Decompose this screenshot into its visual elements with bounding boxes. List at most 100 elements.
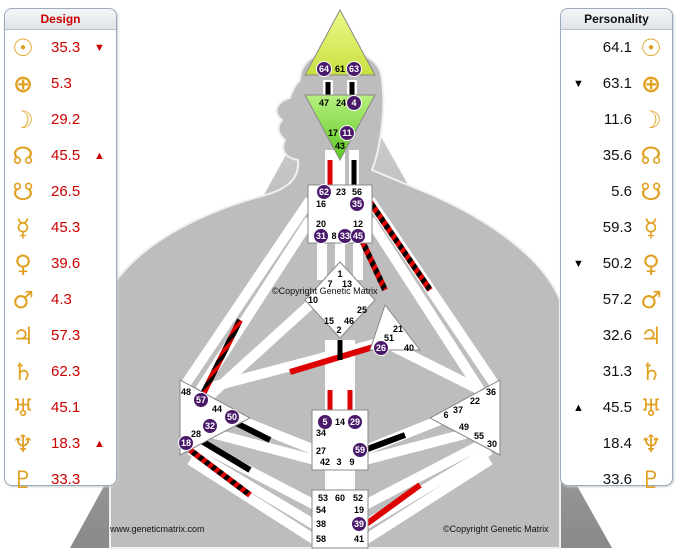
design-value: 33.3 <box>51 471 81 488</box>
active-gate-badge <box>352 442 368 458</box>
personality-value: 45.5 <box>602 399 632 416</box>
gate-62: 62 <box>319 187 329 197</box>
gate-21: 21 <box>393 324 403 334</box>
gate-39: 39 <box>354 519 364 529</box>
active-gate-badge <box>224 409 240 425</box>
gate-56: 56 <box>352 187 362 197</box>
design-row: ♄62.3 <box>5 357 116 387</box>
personality-row: ☽11.6 <box>561 105 672 135</box>
triangle-up-icon: ▲ <box>573 402 584 414</box>
personality-row: ♇33.6 <box>561 465 672 495</box>
gate-53: 53 <box>318 493 328 503</box>
mars-icon: ♂ <box>12 286 34 314</box>
heart-center <box>369 303 422 351</box>
pluto-icon: ♇ <box>12 466 34 494</box>
gate-58: 58 <box>316 534 326 544</box>
gate-5: 5 <box>322 417 327 427</box>
copyright-bottom: ©Copyright Genetic Matrix <box>443 524 549 534</box>
active-gate-badge <box>178 435 194 451</box>
triangle-up-icon: ▲ <box>94 150 105 162</box>
design-panel: Design ☉35.3▼⊕5.3☽29.2☊45.5▲☋26.5☿45.3♀3… <box>4 8 117 494</box>
personality-row: ☉ 64.1 <box>561 33 672 63</box>
website-link[interactable]: www.geneticmatrix.com <box>109 524 205 534</box>
active-gate-badge <box>313 228 329 244</box>
gate-51: 51 <box>384 333 394 343</box>
gate-41: 41 <box>354 534 364 544</box>
design-title: Design <box>5 9 116 30</box>
moon-icon: ☽ <box>640 106 662 134</box>
personality-value: 57.2 <box>602 291 632 308</box>
triangle-down-icon: ▼ <box>94 42 105 54</box>
g-center <box>304 261 376 339</box>
venus-icon: ♀ <box>14 250 32 278</box>
gate-26: 26 <box>376 343 386 353</box>
sun-icon: ☉ <box>640 34 662 62</box>
gate-60: 60 <box>335 493 345 503</box>
design-value: 39.6 <box>51 255 81 272</box>
gate-13: 13 <box>342 279 352 289</box>
gate-2: 2 <box>336 325 341 335</box>
gate-45: 45 <box>353 231 363 241</box>
triangle-down-icon: ▼ <box>573 78 584 90</box>
gate-4: 4 <box>351 98 356 108</box>
design-value: 45.1 <box>51 399 81 416</box>
gate-38: 38 <box>316 519 326 529</box>
design-value: 45.5 <box>51 147 81 164</box>
uranus-icon: ♅ <box>12 394 34 422</box>
design-value: 4.3 <box>51 291 72 308</box>
gate-11: 11 <box>342 128 352 138</box>
design-value: 5.3 <box>51 75 72 92</box>
gate-24: 24 <box>336 98 346 108</box>
design-row: ♆18.3▲ <box>5 429 116 459</box>
triangle-down-icon: ▼ <box>573 258 584 270</box>
personality-row: ☊35.6 <box>561 141 672 171</box>
active-gate-badge <box>373 340 389 356</box>
active-gate-badge <box>346 95 362 111</box>
gate-57: 57 <box>196 395 206 405</box>
gate-12: 12 <box>353 219 363 229</box>
personality-value: 59.3 <box>602 219 632 236</box>
ajna-center <box>304 94 376 162</box>
jupiter-icon: ♃ <box>640 322 662 350</box>
gate-8: 8 <box>331 231 336 241</box>
personality-row: ☿59.3 <box>561 213 672 243</box>
gate-31: 31 <box>316 231 326 241</box>
personality-value: 35.6 <box>602 147 632 164</box>
active-gate-badge <box>316 184 332 200</box>
gate-23: 23 <box>336 187 346 197</box>
personality-row: ♀50.2▼ <box>561 249 672 279</box>
design-row: ♀ 39.6 <box>5 249 116 279</box>
gate-44: 44 <box>212 404 222 414</box>
personality-value: 31.3 <box>602 363 632 380</box>
design-value: 26.5 <box>51 183 81 200</box>
gate-48: 48 <box>181 387 191 397</box>
north-node-icon: ☊ <box>12 142 34 170</box>
gate-61: 61 <box>335 64 345 74</box>
design-value: 62.3 <box>51 363 81 380</box>
active-gate-badge <box>346 61 362 77</box>
design-value: 45.3 <box>51 219 81 236</box>
neptune-icon: ♆ <box>12 430 34 458</box>
active-gate-badge <box>347 414 363 430</box>
gate-9: 9 <box>349 457 354 467</box>
mercury-icon: ☿ <box>15 214 31 242</box>
gate-3: 3 <box>336 457 341 467</box>
gate-52: 52 <box>353 493 363 503</box>
personality-value: 64.1 <box>602 39 632 56</box>
pluto-icon: ♇ <box>640 466 662 494</box>
design-value: 18.3 <box>51 435 81 452</box>
gate-35: 35 <box>352 199 362 209</box>
gate-1: 1 <box>337 269 342 279</box>
gate-14: 14 <box>335 417 345 427</box>
gate-22: 22 <box>470 396 480 406</box>
gate-15: 15 <box>324 316 334 326</box>
gate-28: 28 <box>191 429 201 439</box>
design-value: 35.3 <box>51 39 81 56</box>
jupiter-icon: ♃ <box>12 322 34 350</box>
personality-row: ♅45.5▲ <box>561 393 672 423</box>
gate-30: 30 <box>487 439 497 449</box>
gate-33: 33 <box>340 231 350 241</box>
gate-25: 25 <box>357 305 367 315</box>
design-row: ⊕5.3 <box>5 69 116 99</box>
